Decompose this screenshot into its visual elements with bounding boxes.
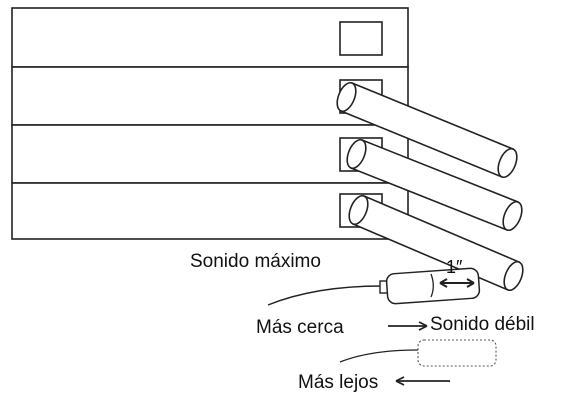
loudest-sound-label: Sonido máximo [190, 251, 321, 272]
port-1 [339, 21, 383, 56]
probe-far-body [417, 339, 497, 367]
farther-label: Más lejos [298, 372, 378, 393]
cable-2 [346, 138, 523, 232]
probe-near-wire [267, 285, 383, 306]
cable-3 [348, 194, 524, 292]
probe-far-wire [339, 349, 419, 363]
weak-sound-label: Sonido débil [430, 314, 535, 335]
probe-near-seam [430, 273, 434, 298]
distance-arrow [439, 278, 475, 288]
probe-near [267, 267, 481, 306]
closer-label: Más cerca [256, 317, 344, 338]
probe-far [339, 339, 497, 367]
farther-arrow [395, 376, 450, 386]
distance-label: 1″ [446, 257, 463, 277]
cable-1 [336, 81, 518, 179]
closer-arrow [388, 321, 428, 331]
